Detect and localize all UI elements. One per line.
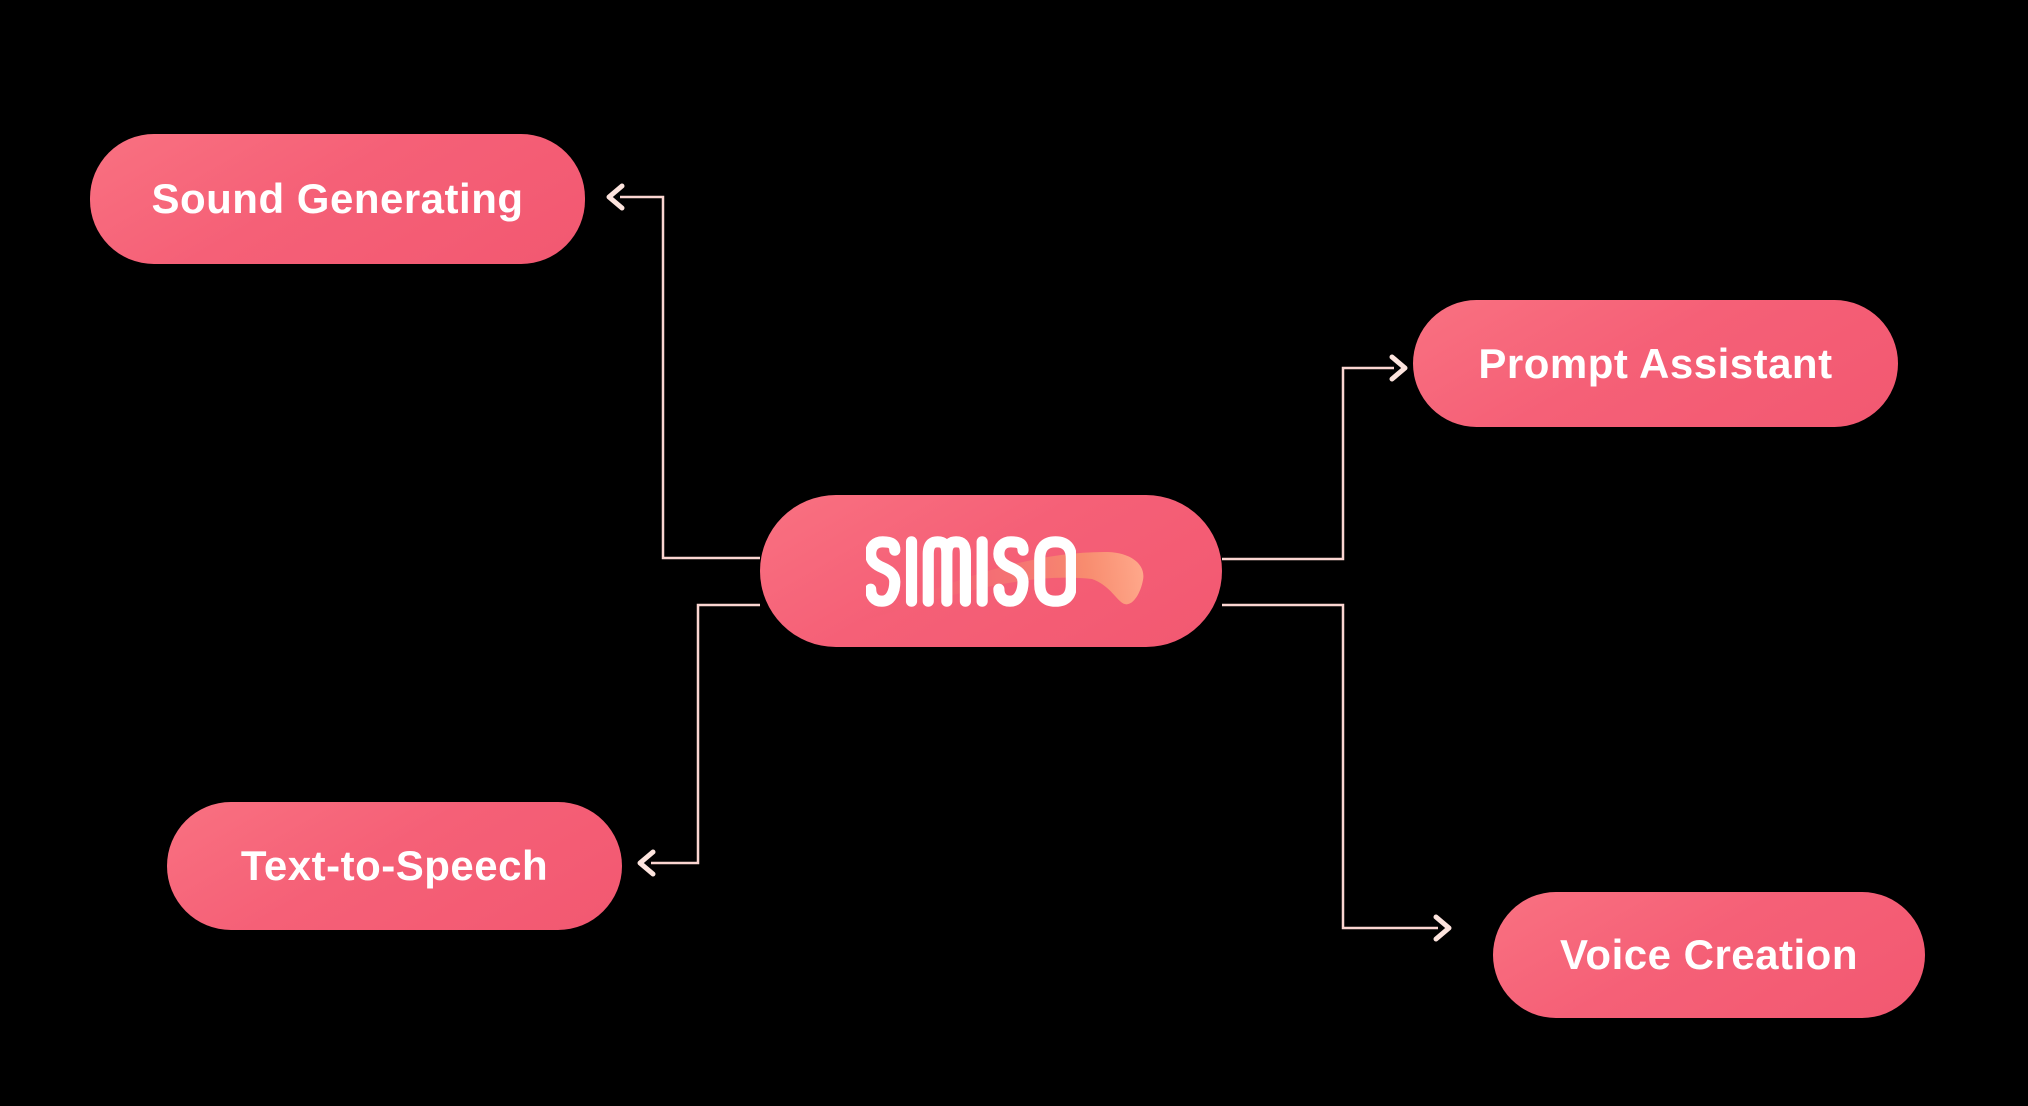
node-voice-creation[interactable]: Voice Creation bbox=[1493, 892, 1925, 1018]
connector-voice-creation bbox=[1222, 603, 1438, 930]
center-node-simiso[interactable] bbox=[760, 495, 1222, 647]
arrowhead-left-icon bbox=[606, 183, 625, 211]
node-label: Text-to-Speech bbox=[240, 842, 549, 889]
node-text-to-speech[interactable]: Text-to-Speech bbox=[167, 802, 622, 930]
connector-sound-generating bbox=[620, 195, 760, 560]
arrowhead-right-icon bbox=[1389, 354, 1408, 382]
node-label: Voice Creation bbox=[1560, 931, 1858, 978]
arrowhead-left-icon bbox=[637, 849, 656, 877]
simiso-logo bbox=[866, 535, 1076, 607]
arrowhead-right-icon bbox=[1433, 914, 1452, 942]
node-label: Sound Generating bbox=[151, 175, 524, 222]
node-prompt-assistant[interactable]: Prompt Assistant bbox=[1413, 300, 1898, 427]
connector-prompt-assistant bbox=[1222, 366, 1394, 561]
node-sound-generating[interactable]: Sound Generating bbox=[90, 134, 585, 264]
connector-text-to-speech bbox=[651, 603, 760, 865]
node-label: Prompt Assistant bbox=[1478, 339, 1833, 387]
